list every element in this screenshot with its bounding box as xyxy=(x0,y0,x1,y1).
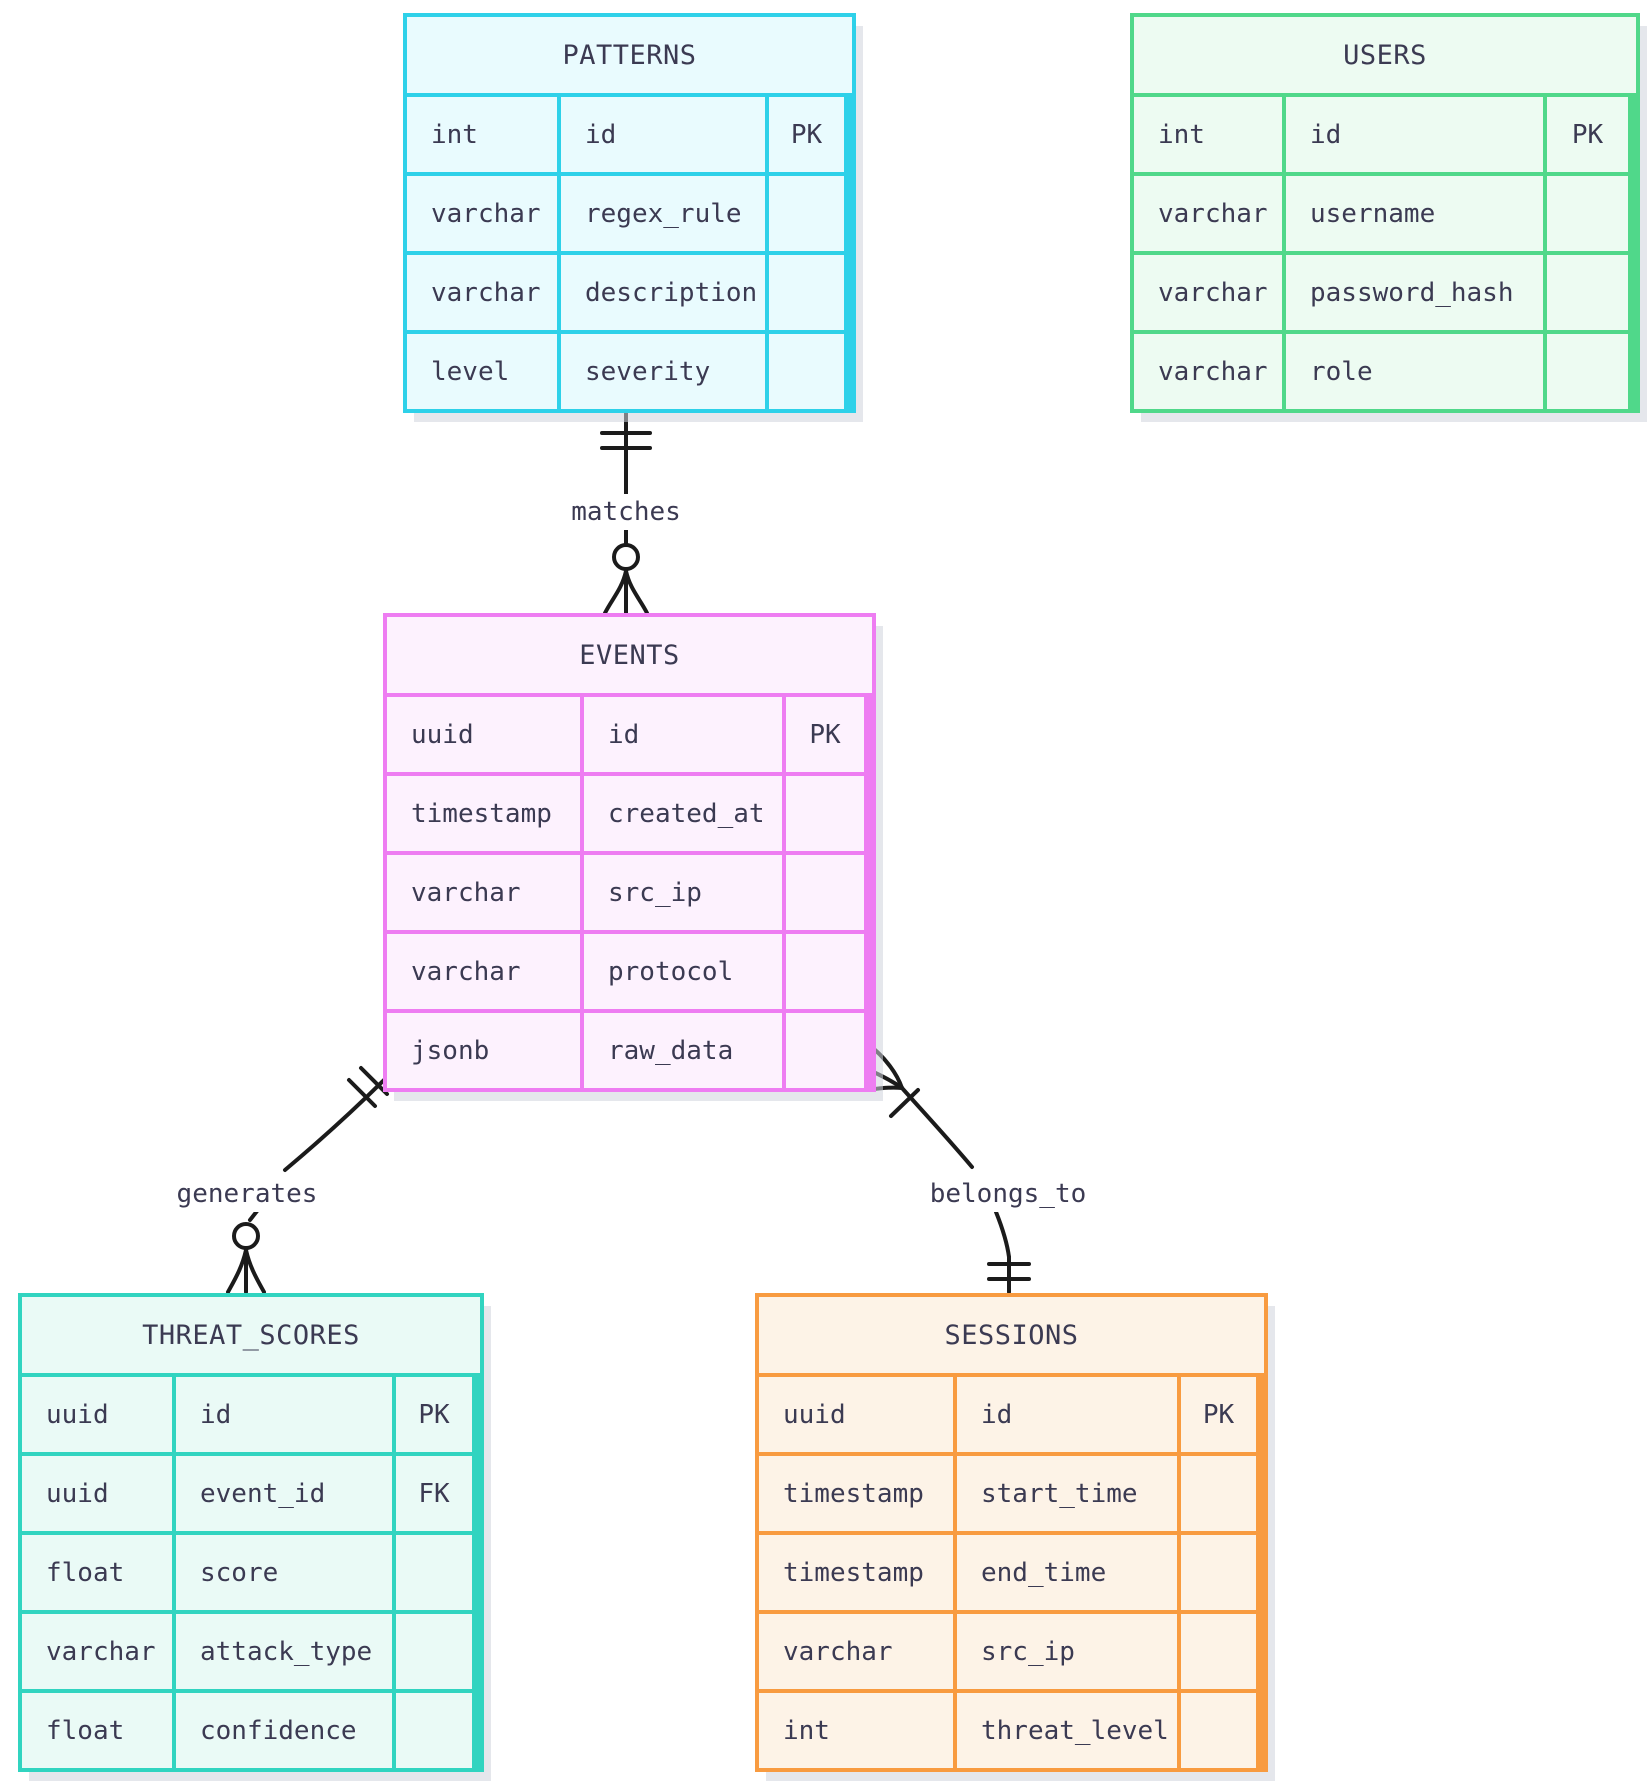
entity-attributes: uuid id PK timestamp start_time timestam… xyxy=(759,1377,1264,1768)
attribute-key-cell: PK xyxy=(786,697,864,772)
attribute-name-cell: id xyxy=(1286,97,1543,172)
attribute-type-cell: uuid xyxy=(759,1377,953,1452)
attribute-type-cell: timestamp xyxy=(387,776,580,851)
attribute-key-cell xyxy=(786,855,864,930)
attribute-type-cell: varchar xyxy=(407,255,557,330)
entity-title: EVENTS xyxy=(387,617,872,693)
attribute-name-cell: description xyxy=(561,255,765,330)
attribute-name-cell: raw_data xyxy=(584,1013,782,1088)
attribute-name-cell: attack_type xyxy=(176,1614,392,1689)
relationship-label-generates: generates xyxy=(168,1176,326,1212)
attribute-type-cell: float xyxy=(22,1535,172,1610)
attribute-name-cell: password_hash xyxy=(1286,255,1543,330)
attribute-key-cell xyxy=(1547,176,1628,251)
attribute-type-cell: varchar xyxy=(1134,334,1282,409)
attribute-key-cell xyxy=(396,1535,472,1610)
attribute-type-cell: uuid xyxy=(22,1456,172,1531)
attribute-type-cell: timestamp xyxy=(759,1535,953,1610)
attribute-type-cell: varchar xyxy=(387,934,580,1009)
attribute-key-cell xyxy=(1181,1693,1256,1768)
attribute-name-cell: protocol xyxy=(584,934,782,1009)
attribute-type-cell: uuid xyxy=(22,1377,172,1452)
relationship-label-belongs-to: belongs_to xyxy=(921,1176,1095,1212)
entity-attributes: int id PK varchar username varchar passw… xyxy=(1134,97,1636,409)
entity-title: SESSIONS xyxy=(759,1297,1264,1373)
attribute-key-cell xyxy=(786,934,864,1009)
attribute-name-cell: role xyxy=(1286,334,1543,409)
attribute-key-cell xyxy=(1547,255,1628,330)
attribute-name-cell: threat_level xyxy=(957,1693,1177,1768)
attribute-key-cell: FK xyxy=(396,1456,472,1531)
attribute-type-cell: varchar xyxy=(759,1614,953,1689)
attribute-key-cell: PK xyxy=(1181,1377,1256,1452)
entity-title: PATTERNS xyxy=(407,17,852,93)
attribute-key-cell: PK xyxy=(1547,97,1628,172)
attribute-type-cell: varchar xyxy=(1134,176,1282,251)
attribute-name-cell: confidence xyxy=(176,1693,392,1768)
attribute-type-cell: uuid xyxy=(387,697,580,772)
attribute-type-cell: varchar xyxy=(22,1614,172,1689)
attribute-type-cell: timestamp xyxy=(759,1456,953,1531)
attribute-key-cell xyxy=(786,776,864,851)
attribute-type-cell: varchar xyxy=(387,855,580,930)
attribute-type-cell: float xyxy=(22,1693,172,1768)
entity-table-users: USERS int id PK varchar username varchar… xyxy=(1130,13,1640,413)
attribute-name-cell: id xyxy=(957,1377,1177,1452)
attribute-name-cell: end_time xyxy=(957,1535,1177,1610)
attribute-type-cell: varchar xyxy=(1134,255,1282,330)
attribute-key-cell xyxy=(769,255,844,330)
entity-title: THREAT_SCORES xyxy=(22,1297,480,1373)
entity-table-events: EVENTS uuid id PK timestamp created_at v… xyxy=(383,613,876,1092)
attribute-key-cell xyxy=(396,1693,472,1768)
attribute-name-cell: src_ip xyxy=(584,855,782,930)
entity-attributes: uuid id PK timestamp created_at varchar … xyxy=(387,697,872,1088)
attribute-type-cell: int xyxy=(759,1693,953,1768)
attribute-key-cell xyxy=(786,1013,864,1088)
attribute-name-cell: src_ip xyxy=(957,1614,1177,1689)
attribute-name-cell: username xyxy=(1286,176,1543,251)
attribute-key-cell xyxy=(769,176,844,251)
attribute-key-cell xyxy=(1181,1535,1256,1610)
attribute-key-cell: PK xyxy=(396,1377,472,1452)
entity-title: USERS xyxy=(1134,17,1636,93)
entity-table-threat-scores: THREAT_SCORES uuid id PK uuid event_id F… xyxy=(18,1293,484,1772)
entity-table-sessions: SESSIONS uuid id PK timestamp start_time… xyxy=(755,1293,1268,1772)
attribute-key-cell xyxy=(396,1614,472,1689)
attribute-key-cell: PK xyxy=(769,97,844,172)
attribute-name-cell: event_id xyxy=(176,1456,392,1531)
attribute-name-cell: id xyxy=(561,97,765,172)
attribute-name-cell: score xyxy=(176,1535,392,1610)
attribute-type-cell: level xyxy=(407,334,557,409)
attribute-name-cell: regex_rule xyxy=(561,176,765,251)
attribute-type-cell: int xyxy=(1134,97,1282,172)
attribute-type-cell: jsonb xyxy=(387,1013,580,1088)
attribute-name-cell: start_time xyxy=(957,1456,1177,1531)
relationship-label-matches: matches xyxy=(563,494,689,530)
relationship-belongs-to-connector xyxy=(866,1042,1031,1294)
entity-attributes: int id PK varchar regex_rule varchar des… xyxy=(407,97,852,409)
attribute-key-cell xyxy=(1547,334,1628,409)
attribute-key-cell xyxy=(769,334,844,409)
attribute-type-cell: varchar xyxy=(407,176,557,251)
entity-attributes: uuid id PK uuid event_id FK float score … xyxy=(22,1377,480,1768)
entity-table-patterns: PATTERNS int id PK varchar regex_rule va… xyxy=(403,13,856,413)
attribute-key-cell xyxy=(1181,1614,1256,1689)
attribute-name-cell: id xyxy=(176,1377,392,1452)
attribute-name-cell: created_at xyxy=(584,776,782,851)
attribute-name-cell: id xyxy=(584,697,782,772)
attribute-name-cell: severity xyxy=(561,334,765,409)
attribute-key-cell xyxy=(1181,1456,1256,1531)
attribute-type-cell: int xyxy=(407,97,557,172)
